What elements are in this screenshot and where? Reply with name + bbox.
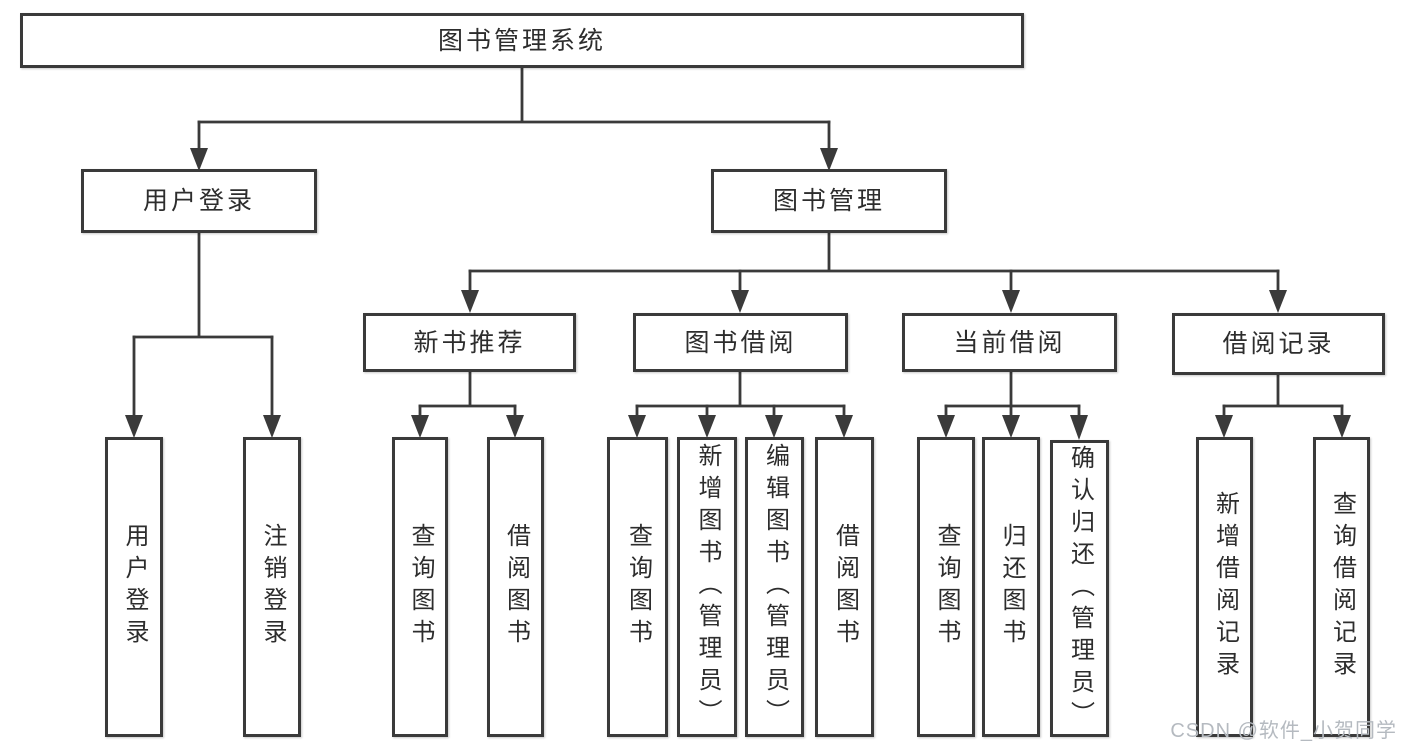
connector-current-borrow-to-children [937, 370, 1088, 440]
connector-book-borrow-to-children [628, 370, 853, 438]
node-leaf-cb-query-books: 查询图书 [917, 437, 975, 737]
node-library-system: 图书管理系统 [20, 13, 1024, 68]
node-leaf-br-query-record: 查询借阅记录 [1313, 437, 1370, 737]
node-label: 编辑图书（管理员） [761, 443, 789, 731]
node-leaf-bb-edit-books-admin: 编辑图书（管理员） [745, 437, 804, 737]
node-leaf-bb-query-books: 查询图书 [607, 437, 668, 737]
node-label: 归还图书 [998, 523, 1025, 651]
node-label: 注销登录 [259, 523, 286, 651]
node-label: 借阅图书 [831, 523, 859, 651]
node-book-borrowing: 图书借阅 [633, 313, 848, 372]
node-current-borrowing: 当前借阅 [902, 313, 1117, 372]
node-label: 查询图书 [933, 523, 960, 651]
node-label: 用户登录 [121, 523, 148, 651]
node-leaf-cb-return-books: 归还图书 [982, 437, 1040, 737]
node-label: 图书管理系统 [437, 26, 606, 55]
connector-user-login-to-children [125, 231, 281, 438]
node-book-management: 图书管理 [711, 169, 947, 233]
node-leaf-nbr-query-books: 查询图书 [392, 437, 448, 737]
node-leaf-br-add-record: 新增借阅记录 [1196, 437, 1253, 737]
node-label: 当前借阅 [953, 328, 1066, 357]
node-leaf-cb-confirm-return-admin: 确认归还（管理员） [1050, 440, 1109, 737]
node-label: 用户登录 [142, 187, 255, 215]
node-leaf-nbr-borrow-books: 借阅图书 [487, 437, 544, 737]
node-user-login: 用户登录 [81, 169, 317, 233]
node-label: 查询借阅记录 [1328, 491, 1356, 683]
node-label: 图书借阅 [684, 328, 797, 357]
connector-new-rec-to-children [411, 370, 524, 438]
node-leaf-bb-add-books-admin: 新增图书（管理员） [677, 437, 737, 737]
node-label: 借阅图书 [502, 523, 530, 651]
node-label: 新增借阅记录 [1211, 491, 1239, 683]
node-borrowing-records: 借阅记录 [1172, 313, 1385, 375]
node-leaf-logout: 注销登录 [243, 437, 301, 737]
node-new-book-recommend: 新书推荐 [363, 313, 576, 372]
connector-root-to-level2 [190, 66, 838, 171]
node-label: 新增图书（管理员） [694, 443, 721, 731]
csdn-watermark: CSDN @软件_小贺同学 [1170, 720, 1397, 742]
node-leaf-bb-borrow-books: 借阅图书 [815, 437, 874, 737]
node-leaf-user-login: 用户登录 [105, 437, 163, 737]
node-label: 新书推荐 [413, 328, 526, 357]
node-label: 查询图书 [624, 523, 652, 651]
node-label: 借阅记录 [1222, 330, 1335, 358]
node-label: 确认归还（管理员） [1066, 444, 1094, 733]
connector-book-mgmt-to-level3 [461, 231, 1287, 313]
node-label: 查询图书 [407, 523, 434, 651]
node-label: 图书管理 [772, 187, 885, 215]
connector-records-to-children [1215, 370, 1351, 438]
